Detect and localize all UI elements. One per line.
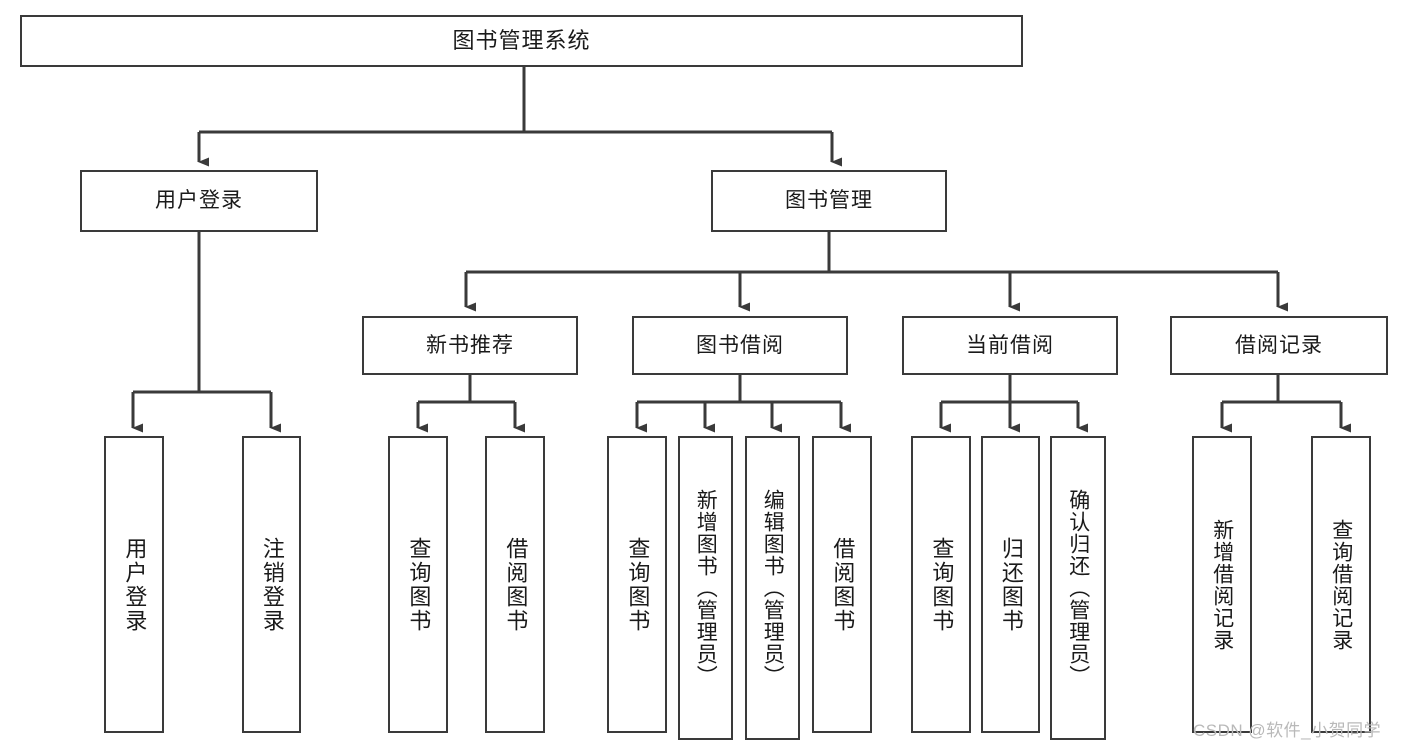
- leaf-borrow-record-add[interactable]: 新增借阅记录: [1192, 436, 1252, 733]
- leaf-current-borrow-search[interactable]: 查询图书: [911, 436, 971, 733]
- node-root-book-management-system[interactable]: 图书管理系统: [20, 15, 1023, 67]
- node-label: 借阅图书: [830, 536, 856, 633]
- node-new-book-recommend[interactable]: 新书推荐: [362, 316, 578, 375]
- node-label: 用户登录: [155, 189, 243, 213]
- csdn-watermark: CSDN @软件_小贺同学: [1193, 721, 1382, 740]
- node-label: 图书借阅: [696, 333, 784, 357]
- node-label: 确认归还（管理员）: [1066, 489, 1090, 687]
- leaf-current-borrow-confirm-return-admin[interactable]: 确认归还（管理员）: [1050, 436, 1106, 740]
- node-book-management[interactable]: 图书管理: [711, 170, 947, 232]
- node-label: 查询图书: [929, 536, 955, 633]
- leaf-book-borrow-search[interactable]: 查询图书: [607, 436, 667, 733]
- leaf-user-login-logout[interactable]: 注销登录: [242, 436, 301, 733]
- node-label: 借阅记录: [1235, 333, 1323, 357]
- leaf-book-borrow-borrow[interactable]: 借阅图书: [812, 436, 872, 733]
- node-label: 当前借阅: [966, 333, 1054, 357]
- node-current-borrow[interactable]: 当前借阅: [902, 316, 1118, 375]
- node-label: 用户登录: [122, 536, 148, 633]
- node-user-login[interactable]: 用户登录: [80, 170, 318, 232]
- node-label: 图书管理: [785, 189, 873, 213]
- leaf-user-login-login[interactable]: 用户登录: [104, 436, 164, 733]
- node-label: 归还图书: [998, 536, 1024, 633]
- leaf-book-borrow-edit-admin[interactable]: 编辑图书（管理员）: [745, 436, 800, 740]
- node-label: 借阅图书: [503, 536, 529, 633]
- leaf-borrow-record-search[interactable]: 查询借阅记录: [1311, 436, 1371, 733]
- node-label: 查询图书: [625, 536, 651, 633]
- node-book-borrow[interactable]: 图书借阅: [632, 316, 848, 375]
- node-label: 图书管理系统: [452, 27, 591, 53]
- node-label: 新增图书（管理员）: [694, 489, 718, 687]
- node-borrow-record[interactable]: 借阅记录: [1170, 316, 1388, 375]
- node-label: 新书推荐: [426, 333, 514, 357]
- node-label: 注销登录: [259, 536, 285, 633]
- leaf-book-borrow-add-admin[interactable]: 新增图书（管理员）: [678, 436, 733, 740]
- leaf-current-borrow-return[interactable]: 归还图书: [981, 436, 1040, 733]
- node-label: 编辑图书（管理员）: [761, 489, 785, 687]
- leaf-new-book-search[interactable]: 查询图书: [388, 436, 448, 733]
- node-label: 新增借阅记录: [1210, 518, 1234, 651]
- node-label: 查询借阅记录: [1329, 518, 1353, 651]
- node-label: 查询图书: [406, 536, 432, 633]
- leaf-new-book-borrow[interactable]: 借阅图书: [485, 436, 545, 733]
